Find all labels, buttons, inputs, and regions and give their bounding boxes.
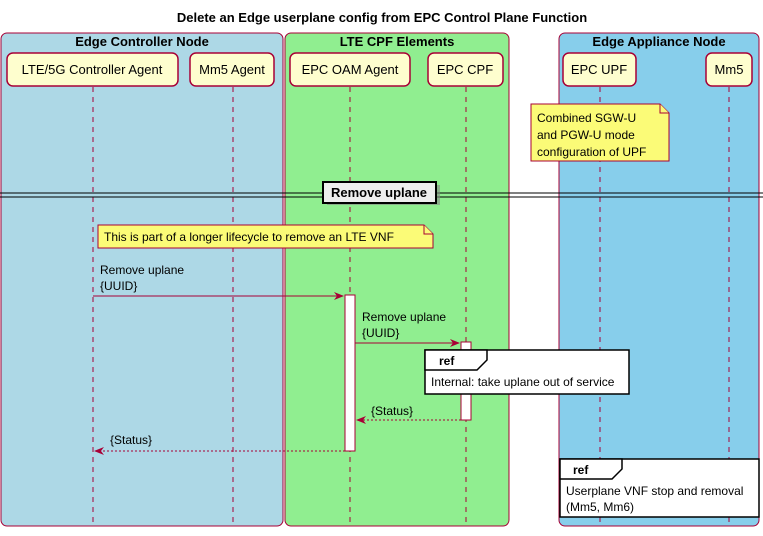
box-title: Edge Controller Node bbox=[75, 34, 209, 49]
divider-label: Remove uplane bbox=[331, 185, 427, 200]
participant-label: EPC UPF bbox=[571, 62, 627, 77]
participant-epc-upf: EPC UPF bbox=[562, 52, 637, 87]
participant-controller-agent: LTE/5G Controller Agent bbox=[6, 52, 179, 87]
note-line: Combined SGW-U bbox=[537, 111, 636, 125]
activation-epc-oam-agent bbox=[344, 294, 356, 452]
box-edge-controller-node: Edge Controller Node bbox=[0, 32, 284, 527]
ref-label: ref bbox=[573, 463, 589, 477]
message-label: {UUID} bbox=[362, 326, 399, 340]
box-lte-cpf-elements: LTE CPF Elements bbox=[284, 32, 510, 527]
ref-internal: ref Internal: take uplane out of service bbox=[424, 349, 630, 395]
participant-label: Mm5 bbox=[715, 62, 744, 77]
message-remove-uplane-2: Remove uplane {UUID} bbox=[355, 310, 460, 347]
message-label: {Status} bbox=[110, 433, 152, 447]
participant-label: EPC OAM Agent bbox=[302, 62, 399, 77]
ref-text: Internal: take uplane out of service bbox=[431, 375, 615, 389]
divider-remove-uplane: Remove uplane bbox=[0, 181, 763, 205]
message-label: Remove uplane bbox=[362, 310, 446, 324]
message-remove-uplane-1: Remove uplane {UUID} bbox=[93, 263, 344, 300]
message-status-1: {Status} bbox=[356, 404, 461, 424]
message-label: {UUID} bbox=[100, 279, 137, 293]
note-line: configuration of UPF bbox=[537, 145, 646, 159]
note-upf: Combined SGW-U and PGW-U mode configurat… bbox=[530, 103, 670, 162]
participant-label: EPC CPF bbox=[437, 62, 493, 77]
ref-text: Userplane VNF stop and removal bbox=[566, 484, 743, 498]
ref-userplane-stop: ref Userplane VNF stop and removal (Mm5,… bbox=[559, 458, 760, 518]
ref-label: ref bbox=[439, 354, 455, 368]
message-label: {Status} bbox=[371, 404, 413, 418]
message-status-2: {Status} bbox=[94, 433, 345, 455]
message-label: Remove uplane bbox=[100, 263, 184, 277]
note-line: and PGW-U mode bbox=[537, 128, 635, 142]
participant-epc-cpf: EPC CPF bbox=[427, 52, 504, 87]
participant-label: LTE/5G Controller Agent bbox=[22, 62, 163, 77]
participant-epc-oam-agent: EPC OAM Agent bbox=[289, 52, 411, 87]
ref-text: (Mm5, Mm6) bbox=[566, 500, 634, 514]
note-line: This is part of a longer lifecycle to re… bbox=[104, 230, 394, 244]
note-lifecycle: This is part of a longer lifecycle to re… bbox=[97, 224, 434, 249]
box-title: Edge Appliance Node bbox=[592, 34, 725, 49]
participant-label: Mm5 Agent bbox=[199, 62, 265, 77]
participant-mm5-agent: Mm5 Agent bbox=[189, 52, 275, 87]
diagram-title: Delete an Edge userplane config from EPC… bbox=[177, 10, 587, 25]
box-title: LTE CPF Elements bbox=[340, 34, 455, 49]
participant-mm5: Mm5 bbox=[705, 52, 753, 87]
